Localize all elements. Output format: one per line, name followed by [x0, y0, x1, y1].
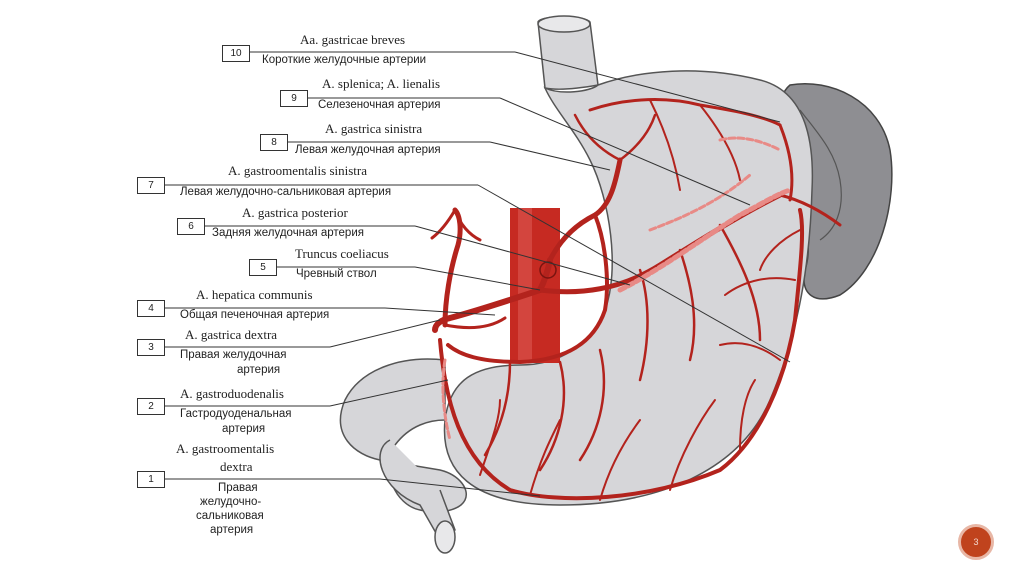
label-number-8: 8 — [260, 134, 288, 151]
label-russian-3b: артерия — [237, 364, 281, 376]
label-number-1: 1 — [137, 471, 165, 488]
label-number-10: 10 — [222, 45, 250, 62]
label-russian-10: Короткие желудочные артерии — [262, 54, 427, 66]
greater-curve-arcade — [438, 208, 805, 501]
label-latin-1b: dextra — [220, 459, 253, 474]
label-latin-9: A. splenica; A. lienalis — [322, 76, 441, 91]
label-russian-5: Чревный ствол — [296, 268, 377, 280]
esophagus-opening — [537, 15, 591, 33]
duodenum-opening — [434, 520, 456, 554]
duodenum-tube — [379, 439, 456, 542]
label-russian-1a: Правая — [218, 482, 258, 494]
aorta-highlight — [518, 208, 532, 363]
label-number-5: 5 — [249, 259, 277, 276]
common-hepatic-vessel — [432, 287, 543, 333]
gastroduodenal-vessel — [442, 207, 463, 328]
label-number-2: 2 — [137, 398, 165, 415]
slide-number-badge[interactable]: 3 — [958, 524, 994, 560]
slide-number-text: 3 — [973, 537, 979, 547]
leader-lines — [163, 51, 791, 497]
label-latin-5: Truncus coeliacus — [295, 246, 389, 261]
label-latin-7: A. gastroomentalis sinistra — [228, 163, 368, 178]
spleen-hilum — [799, 109, 842, 241]
posterior-arteries — [441, 136, 793, 442]
label-russian-9: Селезеночная артерия — [318, 99, 441, 111]
label-russian-3a: Правая желудочная — [180, 349, 287, 361]
label-latin-10: Aa. gastricae breves — [300, 32, 406, 47]
label-russian-2b: артерия — [222, 423, 266, 435]
lesser-curve-arcade — [446, 213, 609, 365]
label-number-4: 4 — [137, 300, 165, 317]
label-latin-8: A. gastrica sinistra — [325, 121, 423, 136]
label-latin-3: A. gastrica dextra — [185, 327, 278, 342]
label-number-7: 7 — [137, 177, 165, 194]
label-latin-2: A. gastroduodenalis — [180, 386, 284, 401]
label-latin-4: A. hepatica communis — [196, 287, 313, 302]
label-russian-1d: артерия — [210, 524, 254, 536]
label-russian-1b: желудочно- — [200, 496, 262, 508]
label-latin-1a: A. gastroomentalis — [176, 441, 275, 456]
label-number-9: 9 — [280, 90, 308, 107]
label-russian-7: Левая желудочно-сальниковая артерия — [180, 186, 392, 198]
label-russian-8: Левая желудочная артерия — [295, 144, 441, 156]
label-number-6: 6 — [177, 218, 205, 235]
label-number-3: 3 — [137, 339, 165, 356]
label-latin-6: A. gastrica posterior — [242, 205, 348, 220]
label-russian-1c: сальниковая — [196, 510, 264, 522]
label-russian-2a: Гастродуоденальная — [180, 408, 292, 420]
label-russian-4: Общая печеночная артерия — [180, 309, 330, 321]
label-russian-6: Задняя желудочная артерия — [212, 227, 364, 239]
